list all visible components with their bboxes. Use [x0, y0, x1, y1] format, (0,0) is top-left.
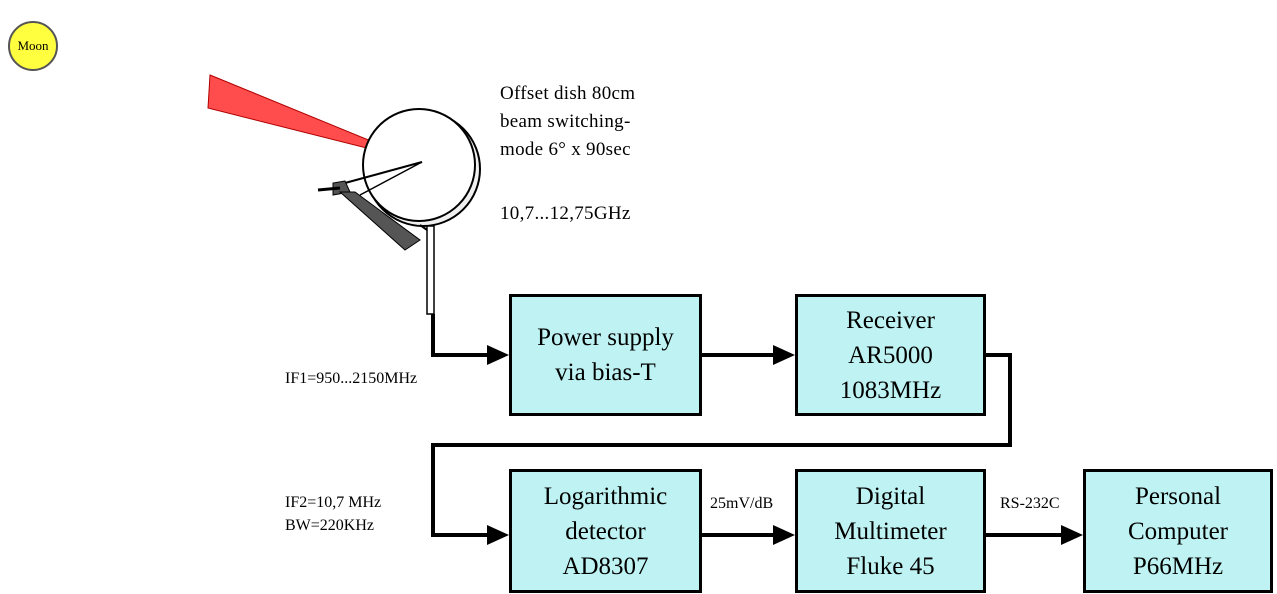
- signal-wires: [431, 314, 1065, 537]
- detector-block: Logarithmic detector AD8307: [509, 469, 702, 593]
- moon-label: Moon: [17, 38, 49, 53]
- moon-circle: Moon: [8, 21, 58, 71]
- detector-line-3: AD8307: [562, 552, 649, 580]
- computer-line-3: P66MHz: [1132, 552, 1224, 580]
- computer-block: Personal Computer P66MHz: [1083, 469, 1273, 593]
- if1-label: IF1=950...2150MHz: [285, 370, 418, 387]
- detector-line-2: detector: [565, 517, 646, 545]
- detector-line-1: Logarithmic: [543, 482, 668, 510]
- if2-label: IF2=10,7 MHz: [285, 494, 382, 511]
- receiver-block: Receiver AR5000 1083MHz: [795, 294, 986, 416]
- detector-output-label: 25mV/dB: [710, 495, 774, 512]
- power-supply-block: Power supply via bias-T: [509, 294, 702, 416]
- multimeter-line-2: Multimeter: [834, 517, 947, 545]
- antenna-line-1: Offset dish 80cm: [500, 83, 636, 104]
- multimeter-line-1: Digital: [855, 482, 926, 510]
- receiver-line-2: AR5000: [848, 341, 933, 369]
- antenna-description: Offset dish 80cm beam switching- mode 6°…: [500, 80, 635, 164]
- receiver-line-3: 1083MHz: [839, 376, 942, 404]
- arrowheads: [487, 345, 1083, 545]
- antenna-frequency: 10,7...12,75GHz: [500, 203, 631, 224]
- multimeter-line-3: Fluke 45: [846, 552, 935, 580]
- computer-line-1: Personal: [1134, 482, 1222, 510]
- multimeter-block: Digital Multimeter Fluke 45: [795, 469, 986, 593]
- dish-icon: [317, 108, 481, 315]
- computer-line-2: Computer: [1128, 517, 1228, 545]
- antenna-line-3: mode 6° x 90sec: [500, 139, 631, 160]
- power-supply-line-2: via bias-T: [555, 359, 656, 386]
- receiver-line-1: Receiver: [846, 306, 935, 334]
- bandwidth-label: BW=220KHz: [285, 517, 375, 534]
- serial-link-label: RS-232C: [1000, 495, 1060, 512]
- power-supply-line-1: Power supply: [537, 324, 674, 351]
- antenna-line-2: beam switching-: [500, 111, 631, 132]
